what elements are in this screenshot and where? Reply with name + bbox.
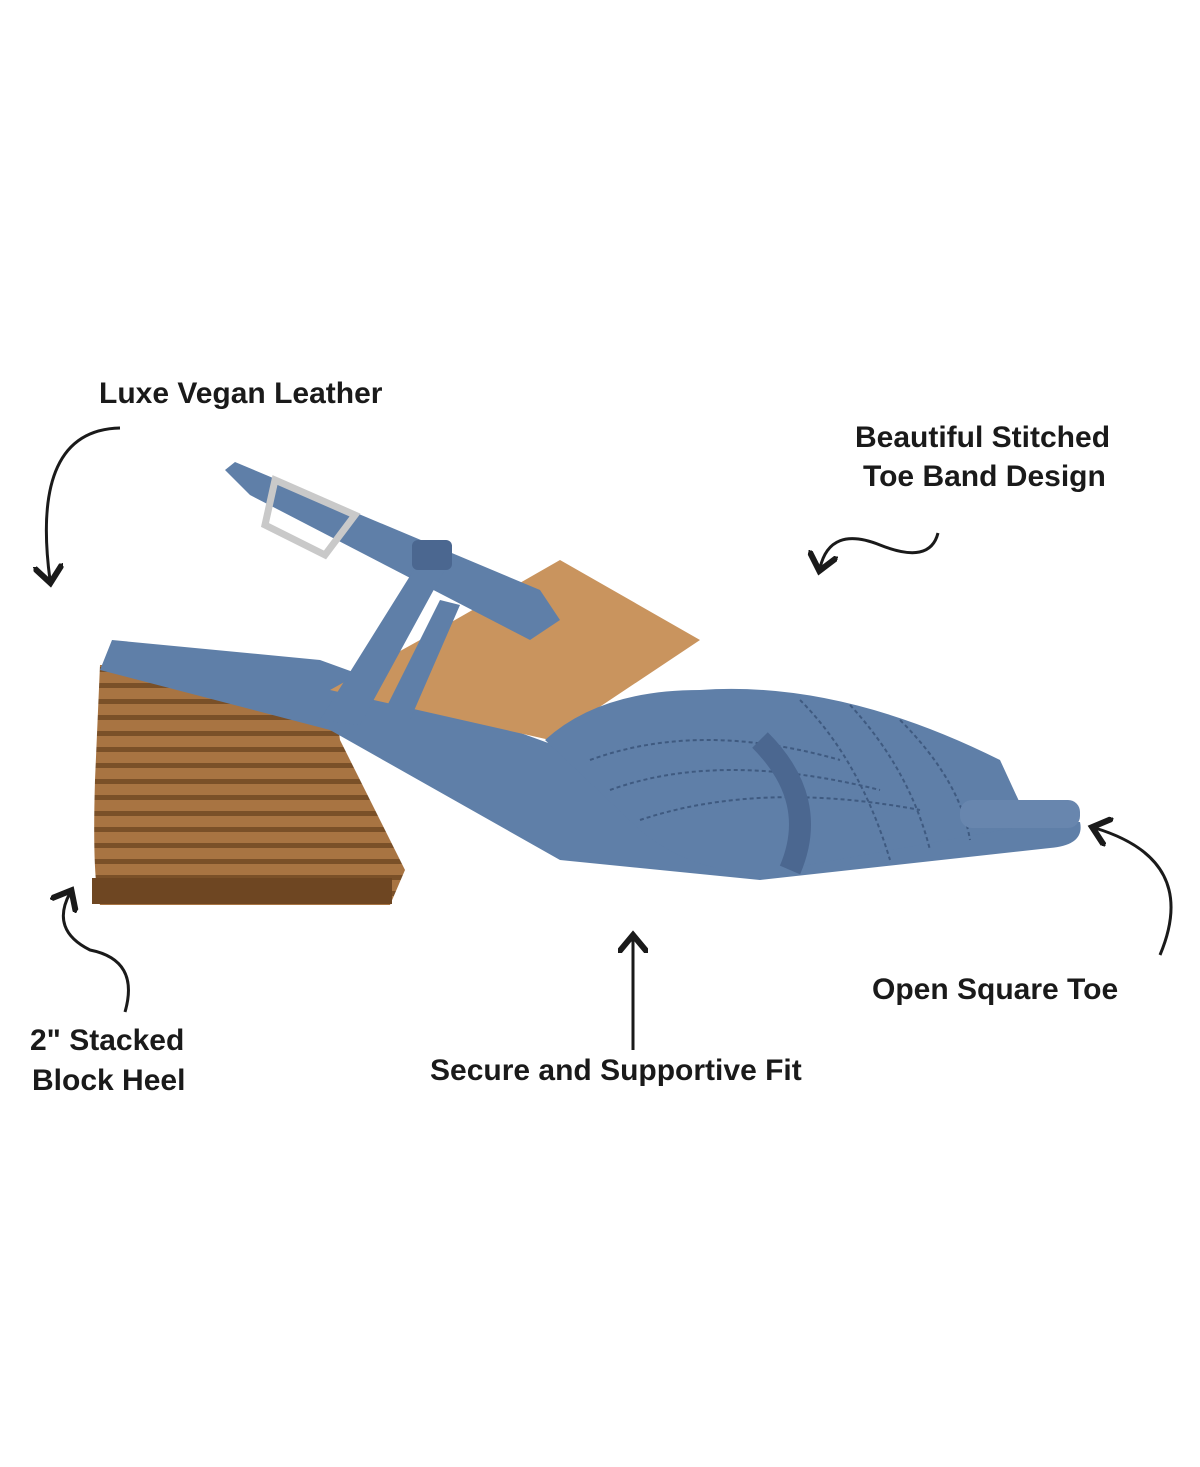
- arrow-open-toe: [1095, 828, 1173, 956]
- callout-fit: Secure and Supportive Fit: [430, 1054, 802, 1087]
- callout-leather: Luxe Vegan Leather: [99, 377, 383, 410]
- strap-keeper: [412, 540, 452, 570]
- open-square-toe: [960, 800, 1080, 828]
- callout-heel-line1: 2" Stacked: [30, 1024, 185, 1057]
- slingback-strap: [225, 462, 560, 640]
- callout-open-toe: Open Square Toe: [872, 973, 1119, 1006]
- callout-toe-band-line2: Toe Band Design: [863, 460, 1106, 493]
- callout-toe-band-line1: Beautiful Stitched: [855, 421, 1111, 454]
- lining: [330, 560, 700, 740]
- buckle-icon: [260, 475, 361, 560]
- callout-heel-line2: Block Heel: [32, 1064, 186, 1097]
- arrow-heel: [63, 893, 130, 1013]
- heel-base: [92, 878, 392, 904]
- arrow-leather: [46, 426, 121, 580]
- arrow-toe-band: [820, 532, 940, 568]
